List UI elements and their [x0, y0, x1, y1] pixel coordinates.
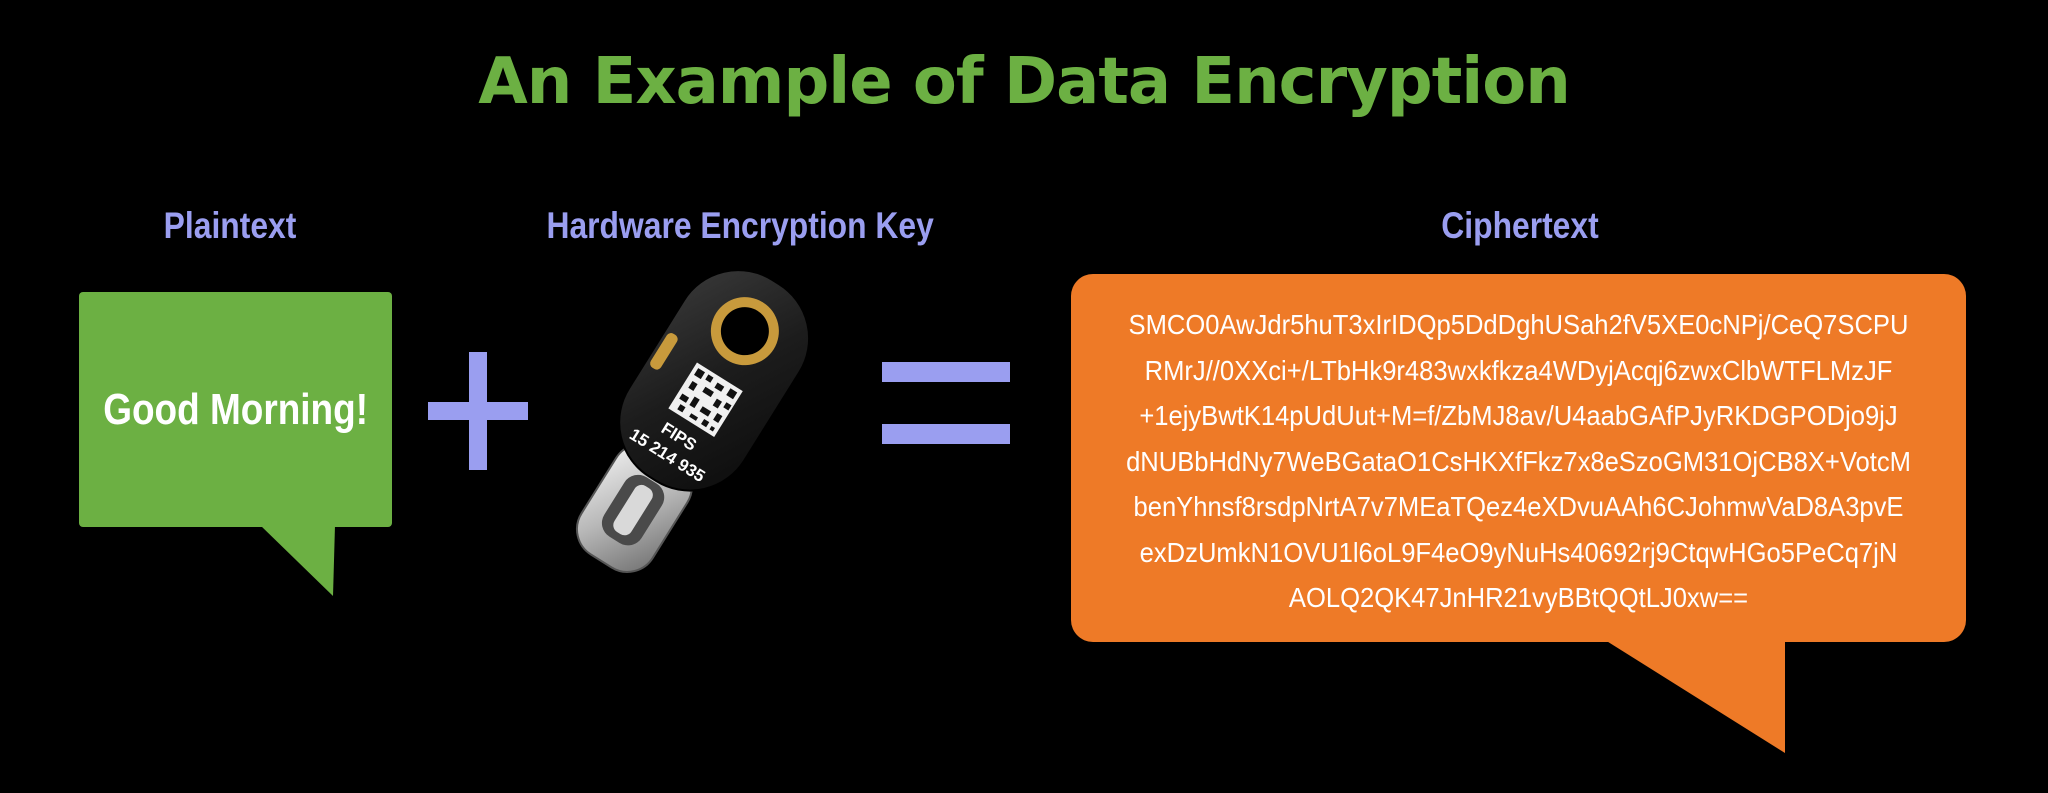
ciphertext-line: SMCO0AwJdr5huT3xIrIDQp5DdDghUSah2fV5XE0c…: [1128, 309, 1909, 340]
page-title: An Example of Data Encryption: [478, 45, 1571, 119]
plus-icon: [428, 352, 528, 470]
encryption-key-label: Hardware Encryption Key: [546, 205, 934, 246]
plaintext-label: Plaintext: [163, 205, 297, 246]
ciphertext-line: exDzUmkN1OVU1l6oL9F4eO9yNuHs40692rj9Ctqw…: [1139, 536, 1898, 568]
usb-c-security-key-icon: FIPS 15 214 935: [575, 269, 811, 573]
ciphertext-line: AOLQ2QK47JnHR21vyBBtQQtLJ0xw==: [1288, 582, 1749, 613]
ciphertext-bubble-tail: [1605, 640, 1785, 753]
ciphertext-line: dNUBbHdNy7WeBGataO1CsHKXfFkz7x8eSzoGM31O…: [1126, 445, 1911, 477]
ciphertext-line: +1ejyBwtK14pUdUut+M=f/ZbMJ8av/U4aabGAfPJ…: [1139, 400, 1898, 431]
plaintext-bubble: Good Morning!: [79, 292, 392, 527]
ciphertext-bubble: SMCO0AwJdr5huT3xIrIDQp5DdDghUSah2fV5XE0c…: [1071, 274, 1966, 642]
ciphertext-label: Ciphertext: [1441, 205, 1599, 246]
plaintext-message: Good Morning!: [103, 384, 368, 434]
ciphertext-line: benYhnsf8rsdpNrtA7v7MEaTQez4eXDvuAAh6CJo…: [1133, 491, 1904, 522]
equals-icon: [882, 362, 1010, 444]
ciphertext-line: RMrJ//0XXci+/LTbHk9r483wxkfkza4WDyjAcqj6…: [1144, 354, 1893, 386]
plaintext-bubble-tail: [260, 525, 335, 596]
